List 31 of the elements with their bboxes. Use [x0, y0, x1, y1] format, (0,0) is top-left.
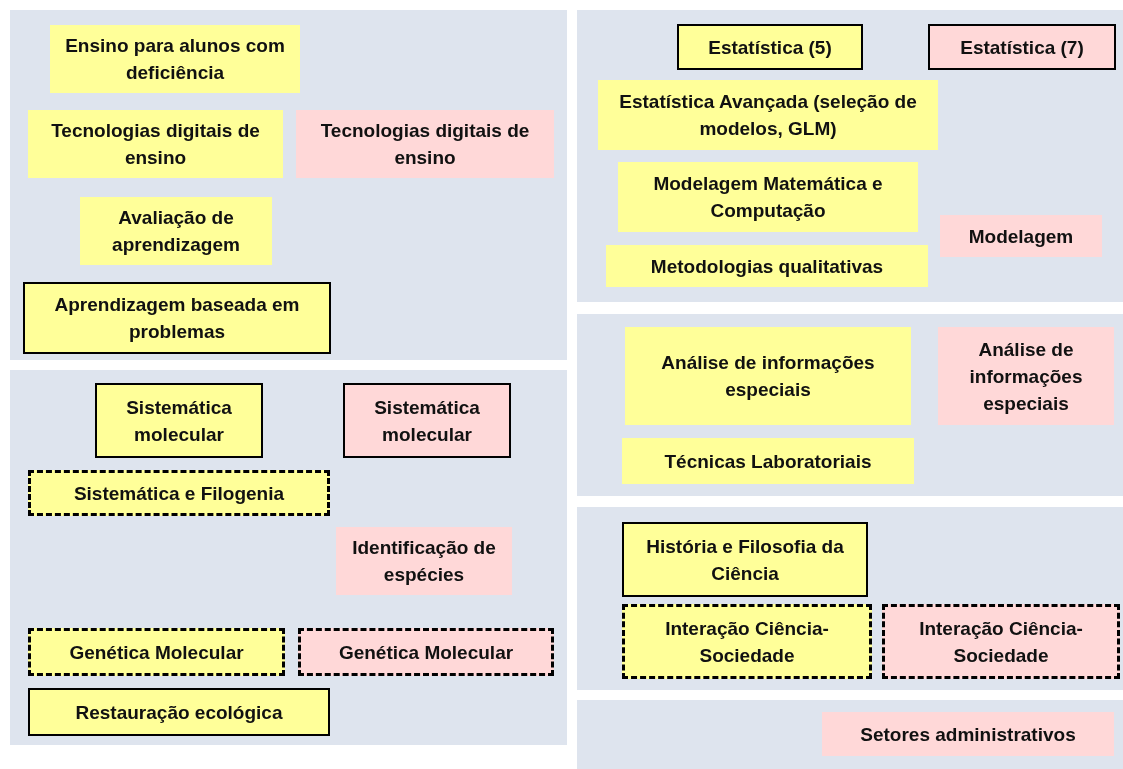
topic-box: Metodologias qualitativas [606, 245, 928, 287]
topic-box: Modelagem Matemática e Computação [618, 162, 918, 232]
topic-box: Tecnologias digitais de ensino [296, 110, 554, 178]
topic-box: Modelagem [940, 215, 1102, 257]
topic-box: Análise de informações especiais [938, 327, 1114, 425]
topic-box: História e Filosofia da Ciência [622, 522, 868, 597]
topic-box: Técnicas Laboratoriais [622, 438, 914, 484]
topic-box: Interação Ciência-Sociedade [622, 604, 872, 679]
topic-box: Setores administrativos [822, 712, 1114, 756]
topic-box: Estatística (7) [928, 24, 1116, 70]
topic-box: Avaliação de aprendizagem [80, 197, 272, 265]
topic-box: Identificação de espécies [336, 527, 512, 595]
topic-box: Análise de informações especiais [625, 327, 911, 425]
topic-box: Estatística Avançada (seleção de modelos, GLM) [598, 80, 938, 150]
group-panel [577, 10, 1123, 302]
topic-box: Sistemática e Filogenia [28, 470, 330, 516]
topic-box: Interação Ciência-Sociedade [882, 604, 1120, 679]
topic-box: Sistemática molecular [95, 383, 263, 458]
topic-box: Restauração ecológica [28, 688, 330, 736]
topic-box: Estatística (5) [677, 24, 863, 70]
topic-box: Tecnologias digitais de ensino [28, 110, 283, 178]
topic-box: Ensino para alunos com deficiência [50, 25, 300, 93]
group-panel [10, 10, 567, 360]
topic-box: Genética Molecular [298, 628, 554, 676]
group-panel [577, 314, 1123, 496]
group-panel [577, 700, 1123, 769]
group-panel [10, 370, 567, 745]
group-panel [577, 507, 1123, 690]
topic-box: Sistemática molecular [343, 383, 511, 458]
topic-box: Genética Molecular [28, 628, 285, 676]
topic-box: Aprendizagem baseada em problemas [23, 282, 331, 354]
